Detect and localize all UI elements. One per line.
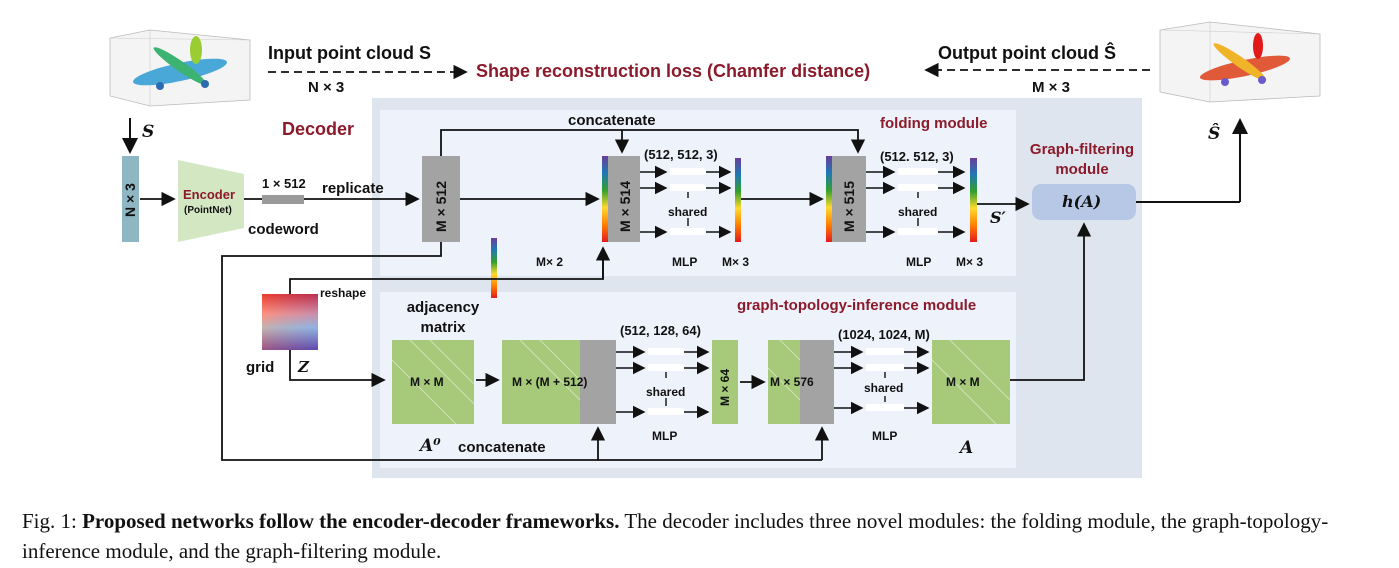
- architecture-diagram: [109, 21, 1321, 478]
- mlp1: [640, 165, 732, 239]
- concatenate-bottom: concatenate: [458, 439, 546, 456]
- A0-dim: M × M: [410, 375, 444, 389]
- mx2-bar: [491, 238, 497, 298]
- mlp3-dims: (512, 128, 64): [620, 323, 701, 338]
- Z-label: Z: [298, 358, 309, 376]
- concatenate-top: concatenate: [568, 112, 656, 129]
- mlp2-shared: shared: [898, 205, 938, 219]
- codeword-bar: [262, 195, 304, 204]
- input-dim: N × 3: [308, 79, 345, 96]
- A0-block: [392, 340, 474, 424]
- gti-module-title: graph-topology-inference module: [737, 297, 977, 314]
- mlp2-label: MLP: [906, 255, 932, 269]
- A0-label: A⁰: [420, 436, 441, 456]
- mxm512-block: [502, 340, 580, 424]
- mlp4-shared: shared: [864, 381, 904, 395]
- nx3-label: N × 3: [122, 183, 138, 217]
- caption-prefix: Fig. 1:: [22, 509, 77, 533]
- output-label: Output point cloud Ŝ: [938, 43, 1116, 63]
- reshape-label: reshape: [320, 286, 367, 300]
- encoder-block: [178, 160, 244, 242]
- output-dim: M × 3: [1032, 79, 1070, 96]
- s-arrow-label: S: [142, 122, 155, 142]
- mlp2: [866, 165, 966, 239]
- adjacency-label: adjacency matrix: [406, 299, 480, 336]
- codeword-label: codeword: [248, 221, 319, 238]
- input-bar: [122, 156, 139, 242]
- codeword-dim: 1 × 512: [262, 176, 306, 191]
- figure-caption: Fig. 1: Proposed networks follow the enc…: [22, 506, 1392, 566]
- caption-bold: Proposed networks follow the encoder-dec…: [82, 509, 620, 533]
- shat-arrow-label: Ŝ: [1208, 124, 1221, 144]
- caption-text: The decoder includes three novel modules…: [22, 509, 1329, 563]
- mx64-label: M × 64: [718, 368, 732, 406]
- figure: Input point cloud S N × 3 Shape reconstr…: [109, 21, 1321, 478]
- mx576-label: M × 576: [770, 375, 814, 389]
- mx514-label: M × 514: [617, 181, 633, 232]
- hA-block: [1032, 184, 1136, 220]
- mlp3: [616, 345, 710, 419]
- mx512-block: [422, 156, 460, 242]
- mlp1-dims: (512, 512, 3): [644, 147, 718, 162]
- mlp3-shared: shared: [646, 385, 686, 399]
- mxm512-label: M × (M + 512): [512, 375, 588, 389]
- decoder-title: Decoder: [282, 119, 355, 139]
- mx512-label: M × 512: [433, 181, 449, 232]
- input-point-cloud-plot: [109, 29, 251, 107]
- fold2-dim: M× 3: [956, 255, 984, 269]
- fold2-output-bar: [970, 158, 977, 242]
- s-prime-label: S′: [990, 208, 1006, 227]
- mlp2-dims: (512. 512, 3): [880, 149, 954, 164]
- mx514-block: [608, 156, 640, 242]
- grid-label: grid: [246, 359, 275, 376]
- loss-label: Shape reconstruction loss (Chamfer dista…: [476, 61, 871, 81]
- replicate-label: replicate: [322, 180, 384, 197]
- mx515-label: M × 515: [841, 181, 857, 232]
- mlp4: [834, 345, 930, 415]
- hA-label: h(A): [1062, 192, 1102, 211]
- folding-module-panel: [380, 110, 1016, 276]
- fold1-output-bar: [735, 158, 741, 242]
- mlp1-label: MLP: [672, 255, 698, 269]
- A-block: [932, 340, 1010, 424]
- output-point-cloud-plot: [1159, 21, 1321, 103]
- mx64-block: [712, 340, 738, 424]
- encoder-label: Encoder: [183, 187, 236, 202]
- input-label: Input point cloud S: [268, 43, 431, 63]
- mlp3-label: MLP: [652, 429, 678, 443]
- mlp4-dims: (1024, 1024, M): [838, 327, 930, 342]
- A-label: A: [960, 438, 974, 458]
- mlp4-label: MLP: [872, 429, 898, 443]
- folding-module-title: folding module: [880, 115, 988, 132]
- mx515-block: [832, 156, 866, 242]
- A-dim: M × M: [946, 375, 980, 389]
- gf-module-title: Graph-filtering module: [1029, 141, 1135, 178]
- pointnet-label: (PointNet): [184, 205, 232, 216]
- fold1-dim: M× 3: [722, 255, 750, 269]
- mlp1-shared: shared: [668, 205, 708, 219]
- mx2-label: M× 2: [536, 255, 564, 269]
